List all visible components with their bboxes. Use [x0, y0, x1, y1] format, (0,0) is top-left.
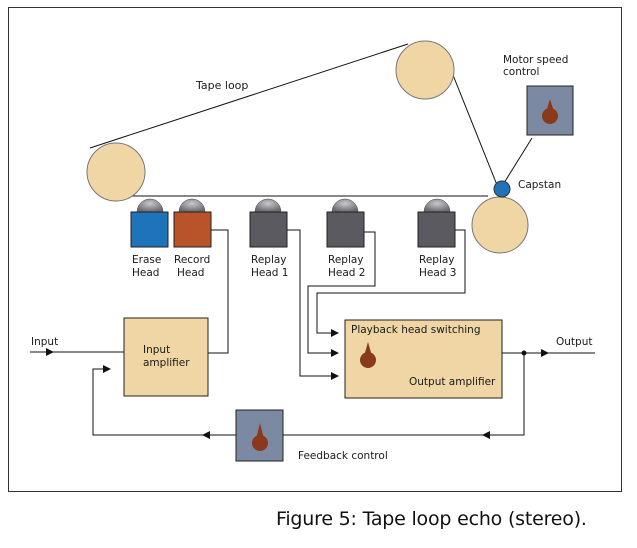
feedback-loop: [92, 353, 525, 436]
erase-head-label-1: Erase: [132, 254, 161, 266]
motor-speed-knob[interactable]: [526, 85, 574, 136]
replay2-label-2: Head 2: [328, 267, 365, 279]
feedback-arrow-right: [482, 431, 490, 439]
replay1-label-1: Replay: [251, 254, 287, 266]
playback-switching-label: Playback head switching: [351, 324, 481, 336]
motor-speed-label-2: control: [503, 66, 539, 78]
output-arrow: [541, 349, 549, 357]
output-label: Output: [556, 336, 592, 348]
input-arrow: [46, 348, 54, 356]
input-amp-label-2: amplifier: [143, 357, 190, 369]
input-amplifier: [123, 317, 209, 397]
erase-head-label-2: Head: [132, 267, 159, 279]
replay-head-2: [326, 198, 365, 248]
tape-loop-label: Tape loop: [195, 79, 248, 92]
output-amplifier: [344, 319, 503, 399]
tape-upper-left: [89, 43, 409, 149]
replay3-label-1: Replay: [419, 254, 455, 266]
capstan-to-motor: [503, 137, 533, 184]
capstan: [493, 180, 511, 198]
diagram-frame: [8, 7, 622, 492]
replay-head-1: [249, 198, 288, 248]
input-label: Input: [31, 336, 58, 348]
feedback-control-knob[interactable]: [235, 409, 284, 462]
erase-head: [130, 198, 169, 248]
replay3-wire: [316, 229, 466, 337]
motor-speed-label-1: Motor speed: [503, 54, 568, 66]
record-wire: [208, 229, 229, 354]
record-head-label-1: Record: [174, 254, 210, 266]
replay2-label-1: Replay: [328, 254, 364, 266]
replay1-wire: [287, 229, 339, 380]
record-head-label-2: Head: [177, 267, 204, 279]
replay1-label-2: Head 1: [251, 267, 288, 279]
output-amp-label: Output amplifier: [409, 376, 496, 388]
replay2-wire: [307, 231, 376, 357]
capstan-label: Capstan: [518, 179, 561, 191]
top-reel: [395, 40, 455, 100]
tape-upper-right: [452, 74, 498, 186]
right-reel: [471, 196, 529, 254]
replay-head-3: [417, 198, 456, 248]
record-head: [173, 198, 212, 248]
input-amp-label-1: Input: [143, 344, 170, 356]
figure-caption: Figure 5: Tape loop echo (stereo).: [276, 508, 587, 530]
feedback-arrow-left: [202, 431, 210, 439]
left-reel: [86, 142, 146, 202]
feedback-control-label: Feedback control: [298, 450, 388, 462]
replay3-label-2: Head 3: [419, 267, 456, 279]
